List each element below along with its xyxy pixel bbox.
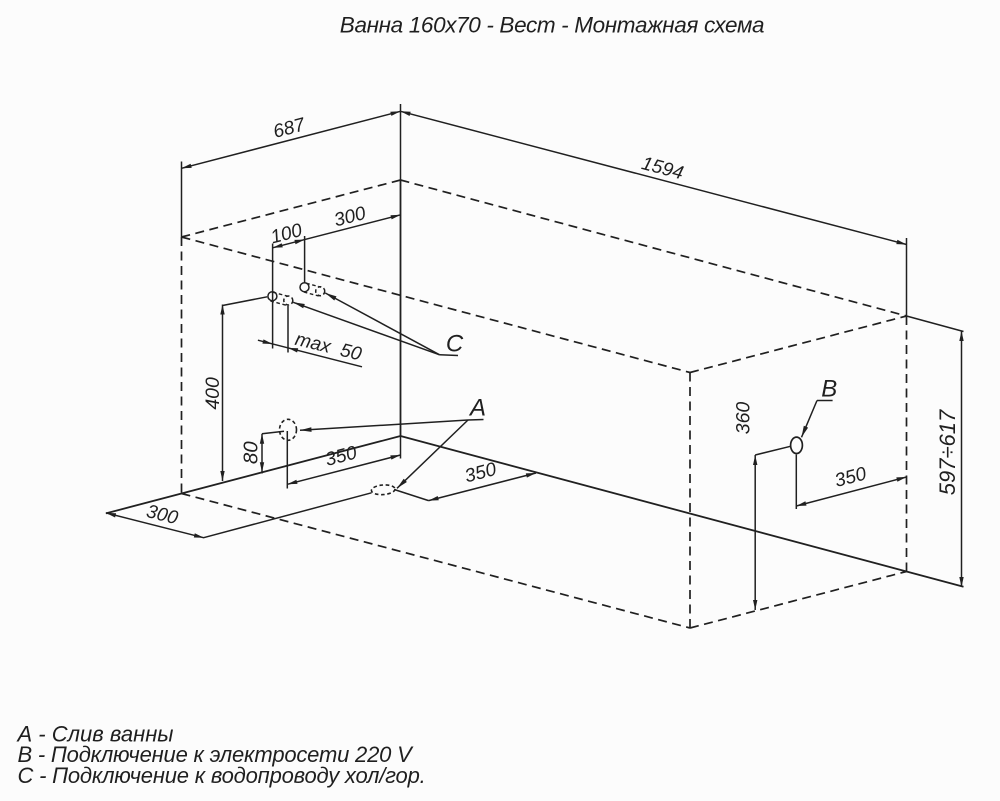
svg-text:A: A: [468, 395, 486, 422]
svg-text:360: 360: [733, 402, 755, 435]
svg-text:B: B: [821, 376, 837, 403]
svg-text:С - Подключение к водопроводу: С - Подключение к водопроводу хол/гор.: [18, 763, 426, 788]
svg-text:В - Подключение к электросети: В - Подключение к электросети 220 V: [18, 742, 415, 767]
svg-text:400: 400: [202, 377, 224, 410]
svg-text:597÷617: 597÷617: [935, 409, 960, 495]
svg-text:Ванна 160х70 - Вест - Монтажна: Ванна 160х70 - Вест - Монтажная схема: [340, 12, 764, 37]
svg-text:80: 80: [240, 441, 263, 464]
svg-text:А - Слив ванны: А - Слив ванны: [16, 722, 174, 747]
svg-text:C: C: [446, 331, 464, 358]
